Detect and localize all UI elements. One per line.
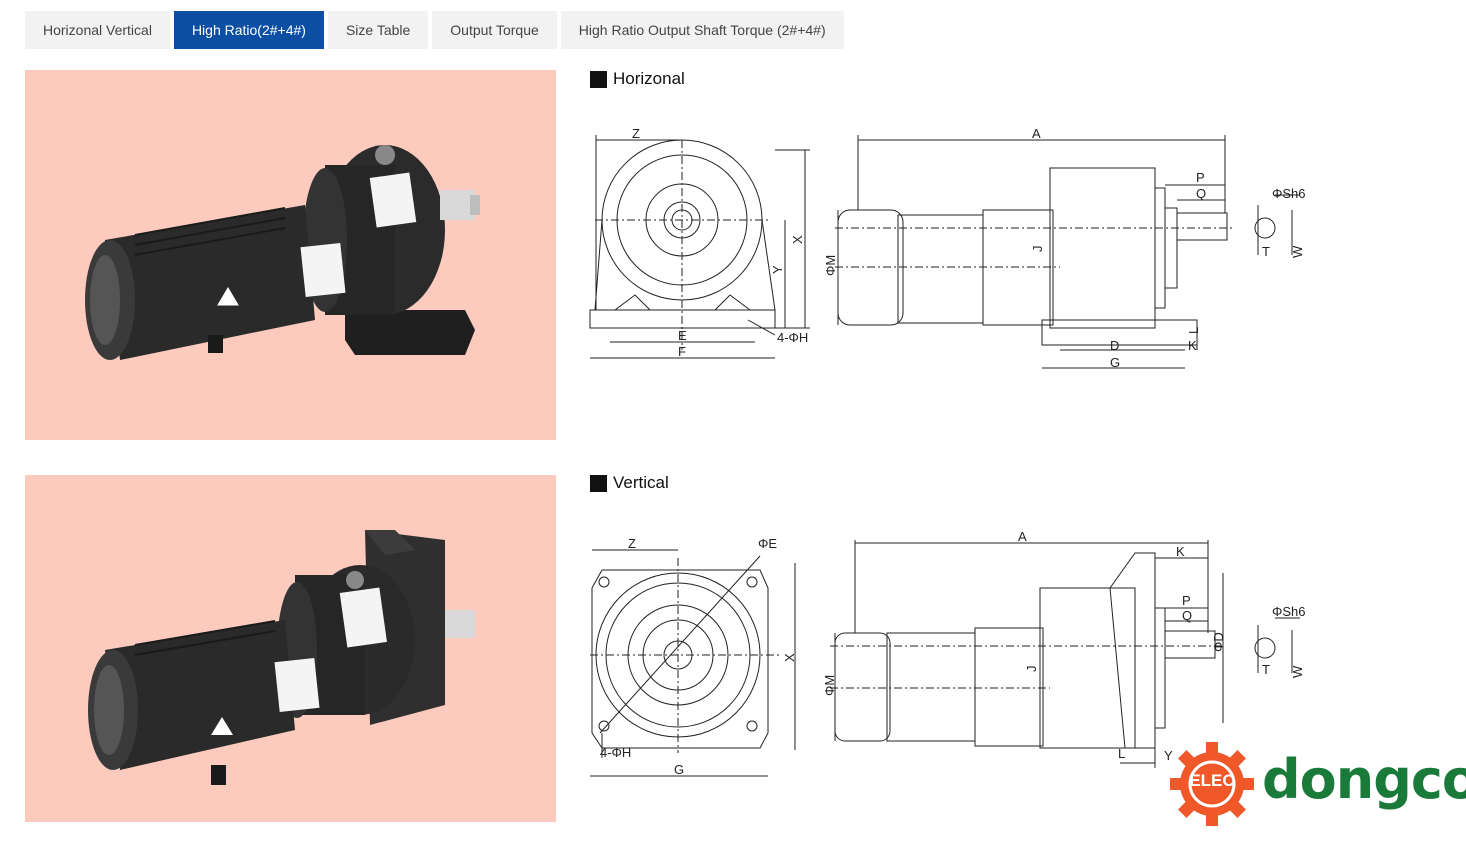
dim-label-g: G xyxy=(674,762,684,777)
dim-label-a: A xyxy=(1018,529,1027,544)
dim-label-j: J xyxy=(1024,666,1039,673)
dim-label-l: L xyxy=(1118,746,1125,761)
dim-label-t: T xyxy=(1262,662,1270,677)
logo-badge-text: ELEC xyxy=(1189,771,1235,790)
dim-label-t: T xyxy=(1262,244,1270,259)
heading-square-icon xyxy=(590,474,607,492)
dim-label-e: E xyxy=(678,328,687,343)
horizontal-dimension-drawing: Z X Y E F 4-ΦH A P Q J ΦM L K D G ΦSh6 T… xyxy=(589,126,1306,370)
dim-label-w: W xyxy=(1290,665,1305,678)
dim-label-f: F xyxy=(678,344,686,359)
dim-label-g: G xyxy=(1110,355,1120,370)
dim-label-p: P xyxy=(1196,170,1205,185)
dim-label-m: ΦM xyxy=(823,255,838,276)
dim-label-j: J xyxy=(1030,246,1045,253)
dim-label-sh6: ΦSh6 xyxy=(1272,604,1306,619)
tab-high-ratio-output-shaft-torque[interactable]: High Ratio Output Shaft Torque (2#+4#) xyxy=(560,11,844,49)
vertical-drawing-labels: Z ΦE X 4-ΦH G A K P Q ΦD J ΦM L Y ΦSh6 T… xyxy=(600,529,1306,777)
horizontal-product-photo xyxy=(25,70,556,440)
dim-label-e: ΦE xyxy=(758,536,777,551)
gear-motor-horizontal-image xyxy=(85,145,480,360)
tab-output-torque[interactable]: Output Torque xyxy=(432,11,557,49)
dim-label-w: W xyxy=(1290,245,1305,258)
tab-bar: Horizonal Vertical High Ratio(2#+4#) Siz… xyxy=(25,11,844,49)
tab-size-table[interactable]: Size Table xyxy=(327,11,429,49)
vertical-product-photo xyxy=(25,475,556,822)
dim-label-y: Y xyxy=(770,265,785,274)
dim-label-m: ΦM xyxy=(822,675,837,696)
vertical-dimension-drawing: Z ΦE X 4-ΦH G A K P Q ΦD J ΦM L Y ΦSh6 T… xyxy=(590,529,1306,777)
gear-motor-vertical-image xyxy=(88,530,475,785)
dim-label-l: L xyxy=(1186,327,1201,334)
dongco-logo: ELEC dongco xyxy=(1170,742,1466,826)
dim-label-holes: 4-ΦH xyxy=(600,745,631,760)
dim-label-k: K xyxy=(1188,338,1197,353)
dim-label-q: Q xyxy=(1196,186,1206,201)
dim-label-z: Z xyxy=(628,536,636,551)
dim-label-a: A xyxy=(1032,126,1041,141)
tab-high-ratio[interactable]: High Ratio(2#+4#) xyxy=(173,11,324,49)
dim-label-y: Y xyxy=(1164,748,1173,763)
logo-wordmark: dongco xyxy=(1262,748,1466,811)
dim-label-d: D xyxy=(1110,338,1119,353)
dim-label-sh6: ΦSh6 xyxy=(1272,186,1306,201)
tab-horizonal-vertical[interactable]: Horizonal Vertical xyxy=(25,11,170,49)
dim-label-z: Z xyxy=(632,126,640,141)
dim-label-x: X xyxy=(782,653,797,662)
horizontal-heading: Horizonal xyxy=(590,69,685,89)
dim-label-k: K xyxy=(1176,544,1185,559)
dim-label-q: Q xyxy=(1182,608,1192,623)
dim-label-p: P xyxy=(1182,593,1191,608)
vertical-heading: Vertical xyxy=(590,473,669,493)
dim-label-holes: 4-ΦH xyxy=(777,330,808,345)
gear-icon xyxy=(1170,742,1254,826)
dim-label-x: X xyxy=(790,235,805,244)
dim-label-d: ΦD xyxy=(1211,632,1226,652)
horizontal-drawing-labels: Z X Y E F 4-ΦH A P Q J ΦM L K D G ΦSh6 T… xyxy=(632,126,1306,370)
heading-square-icon xyxy=(590,70,607,88)
